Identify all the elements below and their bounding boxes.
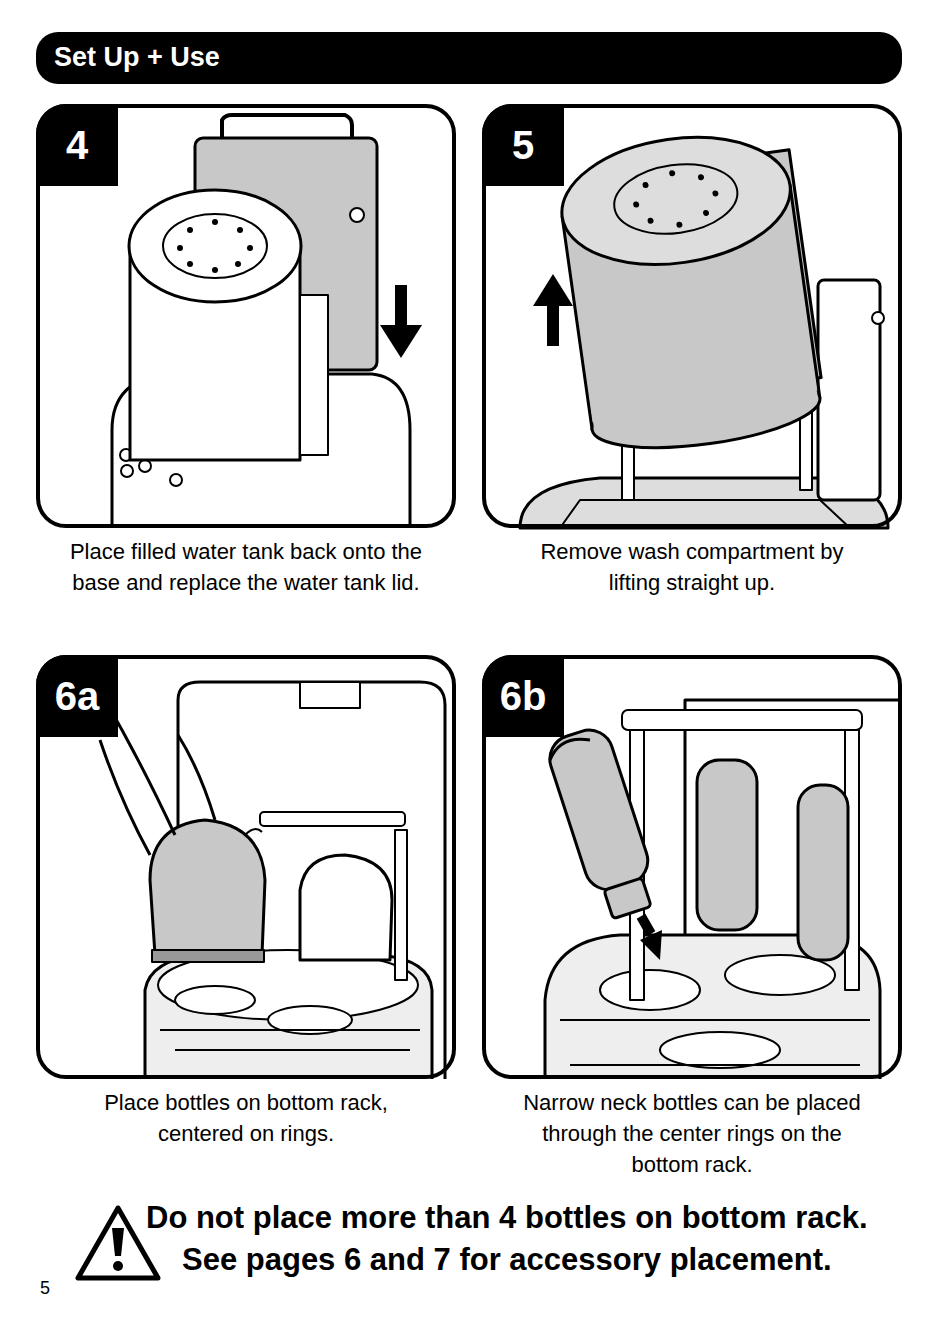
step-caption: Narrow neck bottles can be placed throug… — [522, 1087, 862, 1180]
step-badge: 6a — [36, 655, 118, 737]
step-badge: 5 — [482, 104, 564, 186]
page-number: 5 — [40, 1278, 50, 1299]
step-caption: Remove wash compartment by lifting strai… — [527, 536, 857, 598]
page-title: Set Up + Use — [54, 42, 220, 73]
step-panel: 6aPlace bottles on bottom rack, centered… — [36, 655, 456, 1079]
step-caption: Place bottles on bottom rack, centered o… — [76, 1087, 416, 1149]
step-panel: 4Place filled water tank back onto the b… — [36, 104, 456, 528]
step-panel: 5Remove wash compartment by lifting stra… — [482, 104, 902, 528]
step-badge: 6b — [482, 655, 564, 737]
warning-text: Do not place more than 4 bottles on bott… — [146, 1200, 868, 1236]
step-number: 5 — [512, 123, 534, 168]
step-number: 6a — [55, 674, 100, 719]
title-bar: Set Up + Use — [36, 32, 902, 84]
step-number: 6b — [500, 674, 547, 719]
step-number: 4 — [66, 123, 88, 168]
step-badge: 4 — [36, 104, 118, 186]
warning-text: See pages 6 and 7 for accessory placemen… — [182, 1242, 832, 1278]
step-panel: 6bNarrow neck bottles can be placed thro… — [482, 655, 902, 1079]
step-caption: Place filled water tank back onto the ba… — [61, 536, 431, 598]
